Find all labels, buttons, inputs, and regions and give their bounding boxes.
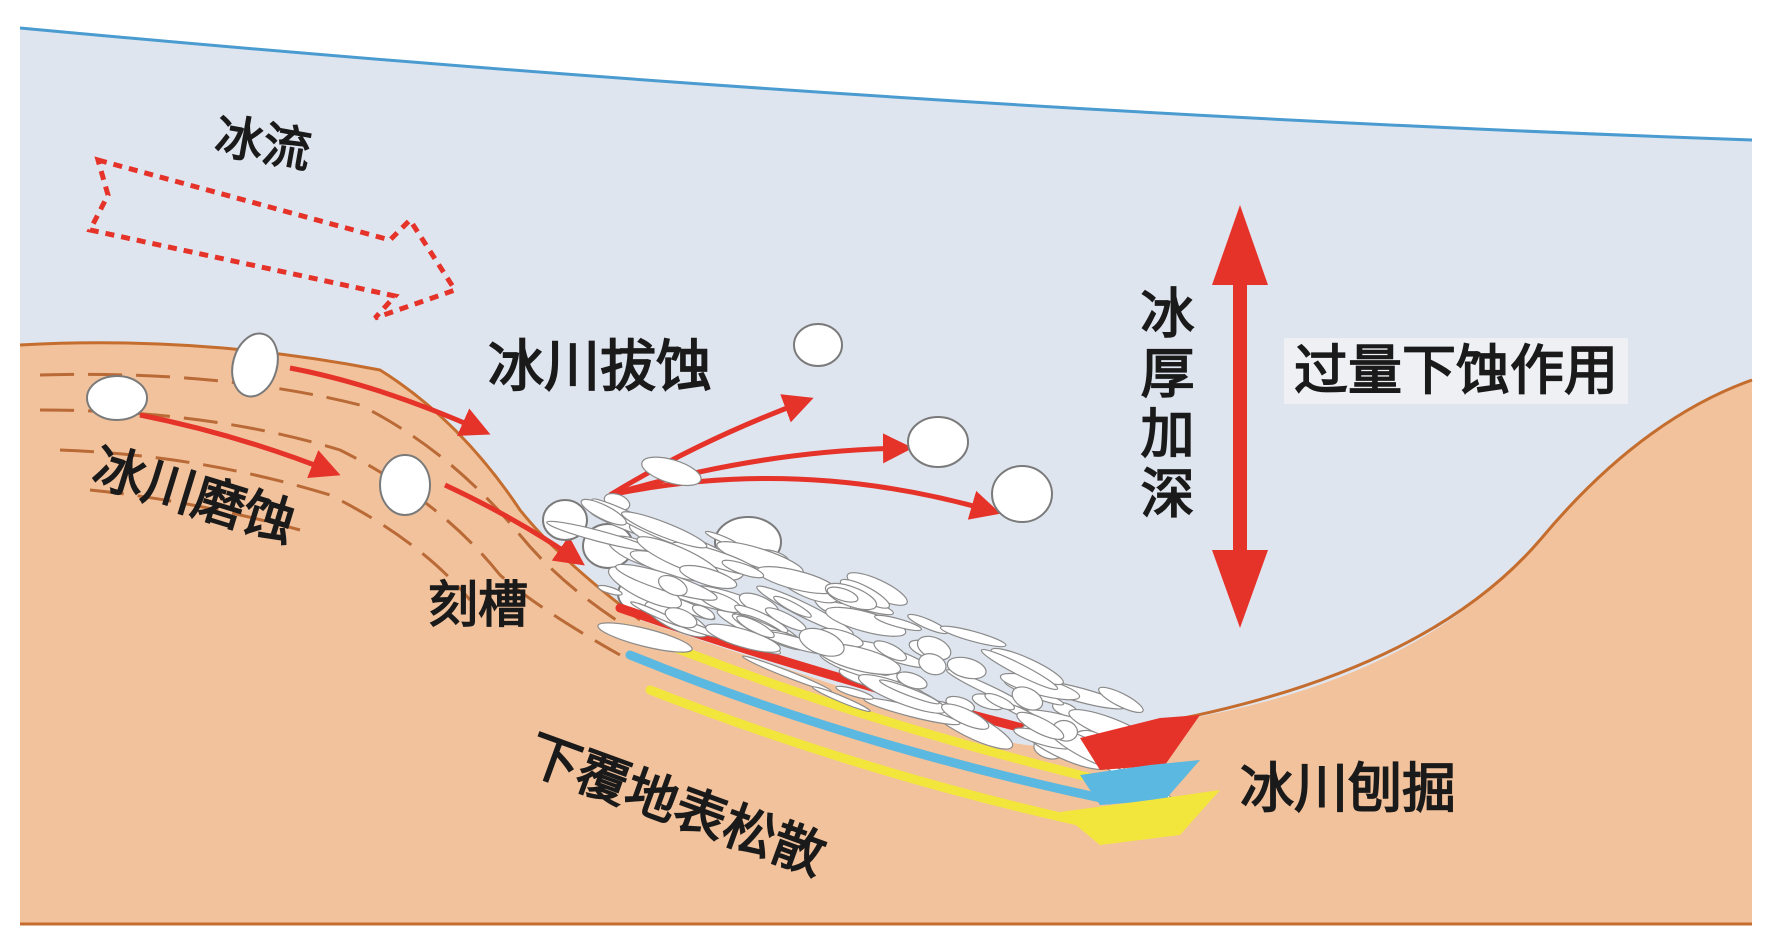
debris-shard [641, 456, 702, 487]
debris-shard [811, 686, 871, 713]
debris-shard [826, 586, 859, 603]
debris-shard [691, 604, 716, 620]
debris-shard [620, 511, 708, 549]
boulder-icon [86, 375, 148, 421]
quarrying-arrows [1060, 715, 1220, 845]
debris-shard [798, 627, 845, 657]
debris-shard [1016, 711, 1065, 740]
debris-shard [705, 623, 781, 653]
label-over-deepening: 过量下蚀作用 [1284, 338, 1628, 404]
debris-shard [657, 574, 688, 597]
boulder-icon [379, 454, 431, 516]
debris-shard [773, 595, 812, 618]
debris-shard [946, 656, 987, 680]
boulder-icon [991, 465, 1053, 523]
plucking-arrows [608, 394, 1001, 520]
debris-shard [835, 685, 874, 700]
label-ice-thickening: 冰厚加深 [1131, 285, 1194, 525]
debris-shard [873, 614, 923, 632]
ice-surface-line [19, 26, 1753, 142]
ice-mass [20, 28, 1752, 747]
debris-shard [597, 622, 693, 653]
label-groove: 刻槽 [428, 576, 528, 634]
debris-shard [736, 615, 775, 639]
debris-shard [896, 671, 928, 690]
label-glacial-plucking: 冰川拔蚀 [488, 335, 712, 400]
dashed-flow-arrow-icon [86, 156, 459, 321]
debris-shard [873, 640, 908, 662]
label-glacial-quarrying: 冰川刨掘 [1240, 757, 1456, 820]
boulder-icon [231, 332, 279, 398]
debris-shard [980, 648, 1059, 691]
debris-shard [1098, 686, 1144, 714]
debris-shard [664, 607, 698, 629]
debris-shard [1011, 686, 1044, 711]
debris-shard [679, 564, 738, 590]
debris-shard [580, 498, 627, 526]
debris-shard [597, 584, 623, 596]
debris-shard [941, 703, 990, 730]
boulder-icon [907, 416, 969, 468]
boulder-icon [793, 323, 843, 367]
double-headed-arrow-icon [1212, 205, 1268, 628]
debris-shard [939, 625, 1007, 648]
debris-shard [721, 559, 765, 579]
quarry-arrow-yellow [1060, 790, 1220, 845]
debris-shard [878, 679, 940, 705]
quarry-arrow-red [1080, 715, 1200, 770]
strata-lines [39, 372, 641, 657]
abrasion-arrows [139, 365, 585, 566]
debris-shard [825, 606, 907, 637]
debris-shard [918, 653, 947, 676]
debris-shard [984, 692, 1016, 711]
quarry-arrow-blue [1080, 760, 1200, 805]
